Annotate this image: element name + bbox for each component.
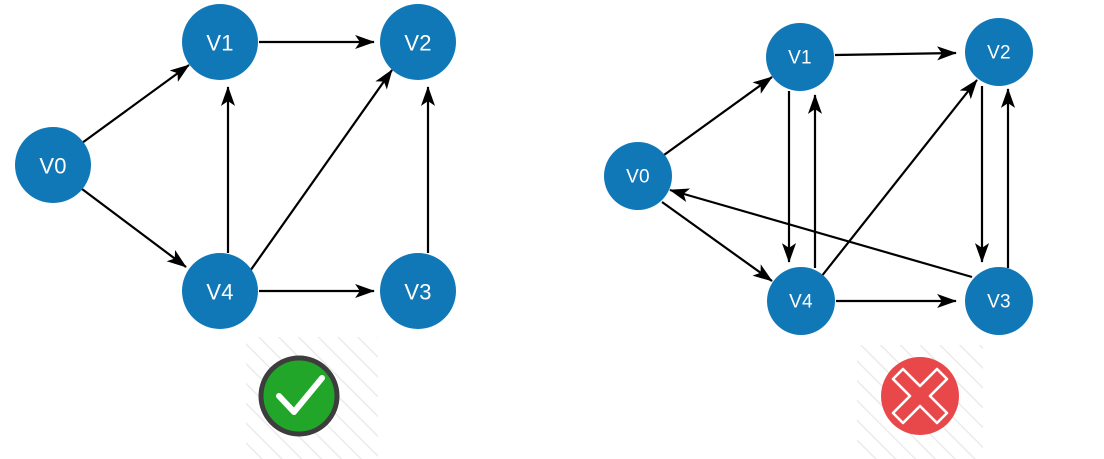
edge-v0-v1 <box>81 64 190 144</box>
status-badge-valid <box>258 355 340 437</box>
node-label-r-v4: V4 <box>789 292 813 313</box>
status-badge-invalid <box>881 357 959 435</box>
edge-v0-v4 <box>81 188 187 268</box>
edge-r-v0-v4 <box>661 201 773 282</box>
edge-r-v4-v2 <box>820 79 978 278</box>
graph-node-v2[interactable]: V2 <box>380 4 456 80</box>
node-label-v0: V0 <box>39 154 66 179</box>
node-label-v2: V2 <box>404 31 431 56</box>
node-label-v1: V1 <box>206 31 233 56</box>
node-label-v3: V3 <box>404 280 431 305</box>
edge-r-v1-v2 <box>834 46 957 61</box>
edge-v4-v2 <box>242 69 393 282</box>
panel-valid-dag: V0 V1 V2 V3 V4 <box>15 4 456 459</box>
graph-node-r-v2[interactable]: V2 <box>965 18 1033 86</box>
panel-cyclic-graph: V0 V1 V2 V3 V4 <box>604 18 1033 459</box>
node-label-r-v2: V2 <box>987 43 1011 64</box>
x-glyph <box>891 367 949 425</box>
graph-node-v4[interactable]: V4 <box>182 253 258 329</box>
edge-group-cyclic <box>661 46 1016 309</box>
edge-r-v3-v0 <box>669 188 973 279</box>
node-label-r-v0: V0 <box>626 167 650 188</box>
node-label-r-v3: V3 <box>987 292 1011 313</box>
graph-node-r-v3[interactable]: V3 <box>965 267 1033 335</box>
x-circle-icon <box>881 357 959 435</box>
edge-r-v0-v1 <box>663 76 773 156</box>
graph-node-v0[interactable]: V0 <box>15 127 91 203</box>
node-label-r-v1: V1 <box>788 48 812 69</box>
check-circle-icon <box>258 355 340 437</box>
node-group-valid: V0 V1 V2 V3 V4 <box>15 4 456 329</box>
node-group-cyclic: V0 V1 V2 V3 V4 <box>604 18 1033 335</box>
graph-node-r-v0[interactable]: V0 <box>604 142 672 210</box>
check-glyph <box>276 375 325 415</box>
edge-group-valid <box>81 34 436 299</box>
graph-node-r-v4[interactable]: V4 <box>767 267 835 335</box>
node-label-v4: V4 <box>206 280 233 305</box>
graph-node-r-v1[interactable]: V1 <box>766 23 834 91</box>
graph-node-v1[interactable]: V1 <box>182 4 258 80</box>
graph-node-v3[interactable]: V3 <box>380 253 456 329</box>
